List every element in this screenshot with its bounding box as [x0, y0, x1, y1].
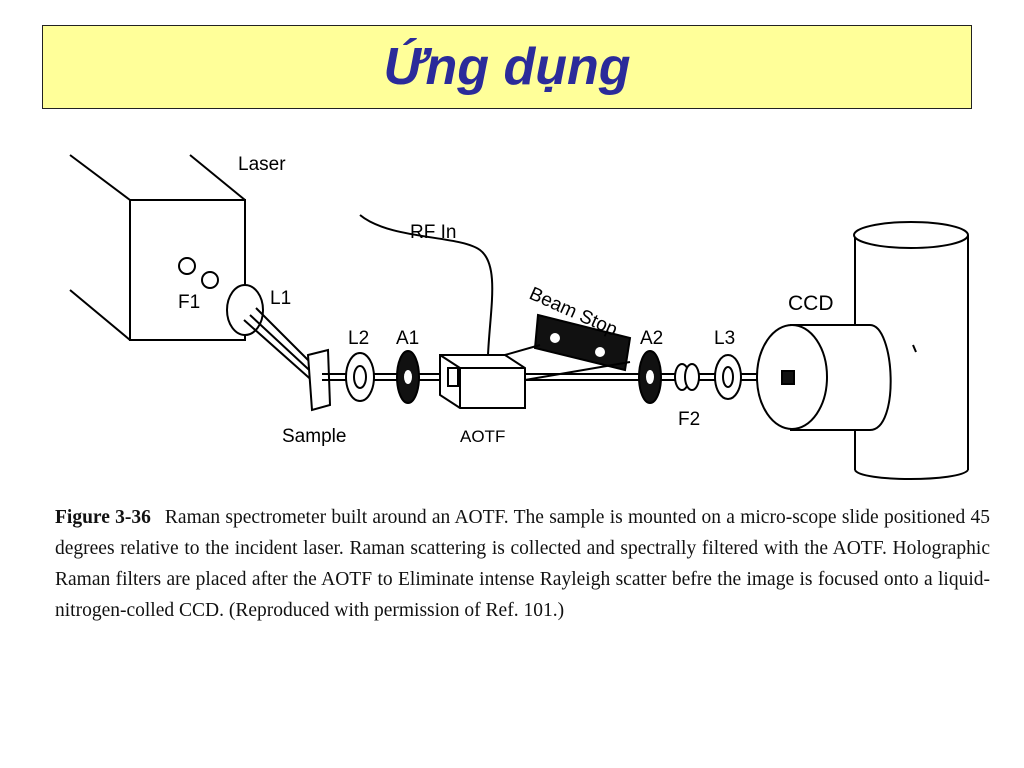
label-sample: Sample [282, 426, 346, 447]
label-f2: F2 [678, 409, 700, 430]
label-a2: A2 [640, 328, 663, 349]
aotf-crystal [439, 354, 526, 409]
sample-slide [306, 348, 332, 412]
label-f1: F1 [178, 292, 200, 313]
label-a1: A1 [396, 328, 419, 349]
label-l2: L2 [348, 328, 369, 349]
title-banner: Ứng dụng [42, 25, 972, 109]
label-rf-in: RF In [410, 222, 456, 243]
label-l1: L1 [270, 288, 291, 309]
label-laser: Laser [238, 154, 286, 175]
label-l3: L3 [714, 328, 735, 349]
laser-housing [69, 154, 246, 341]
filter-f2 [674, 363, 700, 391]
label-aotf: AOTF [460, 427, 505, 446]
beam-stop [504, 313, 632, 381]
raman-spectrometer-diagram: Laser RF In F1 L1 L2 A1 Sample AOTF Beam… [69, 154, 969, 480]
lens-l1 [226, 284, 264, 336]
ccd-camera [756, 221, 969, 480]
rf-in-cable [359, 214, 494, 356]
figure-label: Figure 3-36 [55, 507, 151, 528]
lens-l3 [714, 354, 742, 400]
label-ccd: CCD [788, 292, 834, 315]
caption-text: Raman spectrometer built around an AOTF.… [55, 507, 990, 621]
slide-title: Ứng dụng [383, 38, 631, 96]
filter-f1 [178, 257, 219, 289]
lens-l2 [345, 352, 375, 402]
